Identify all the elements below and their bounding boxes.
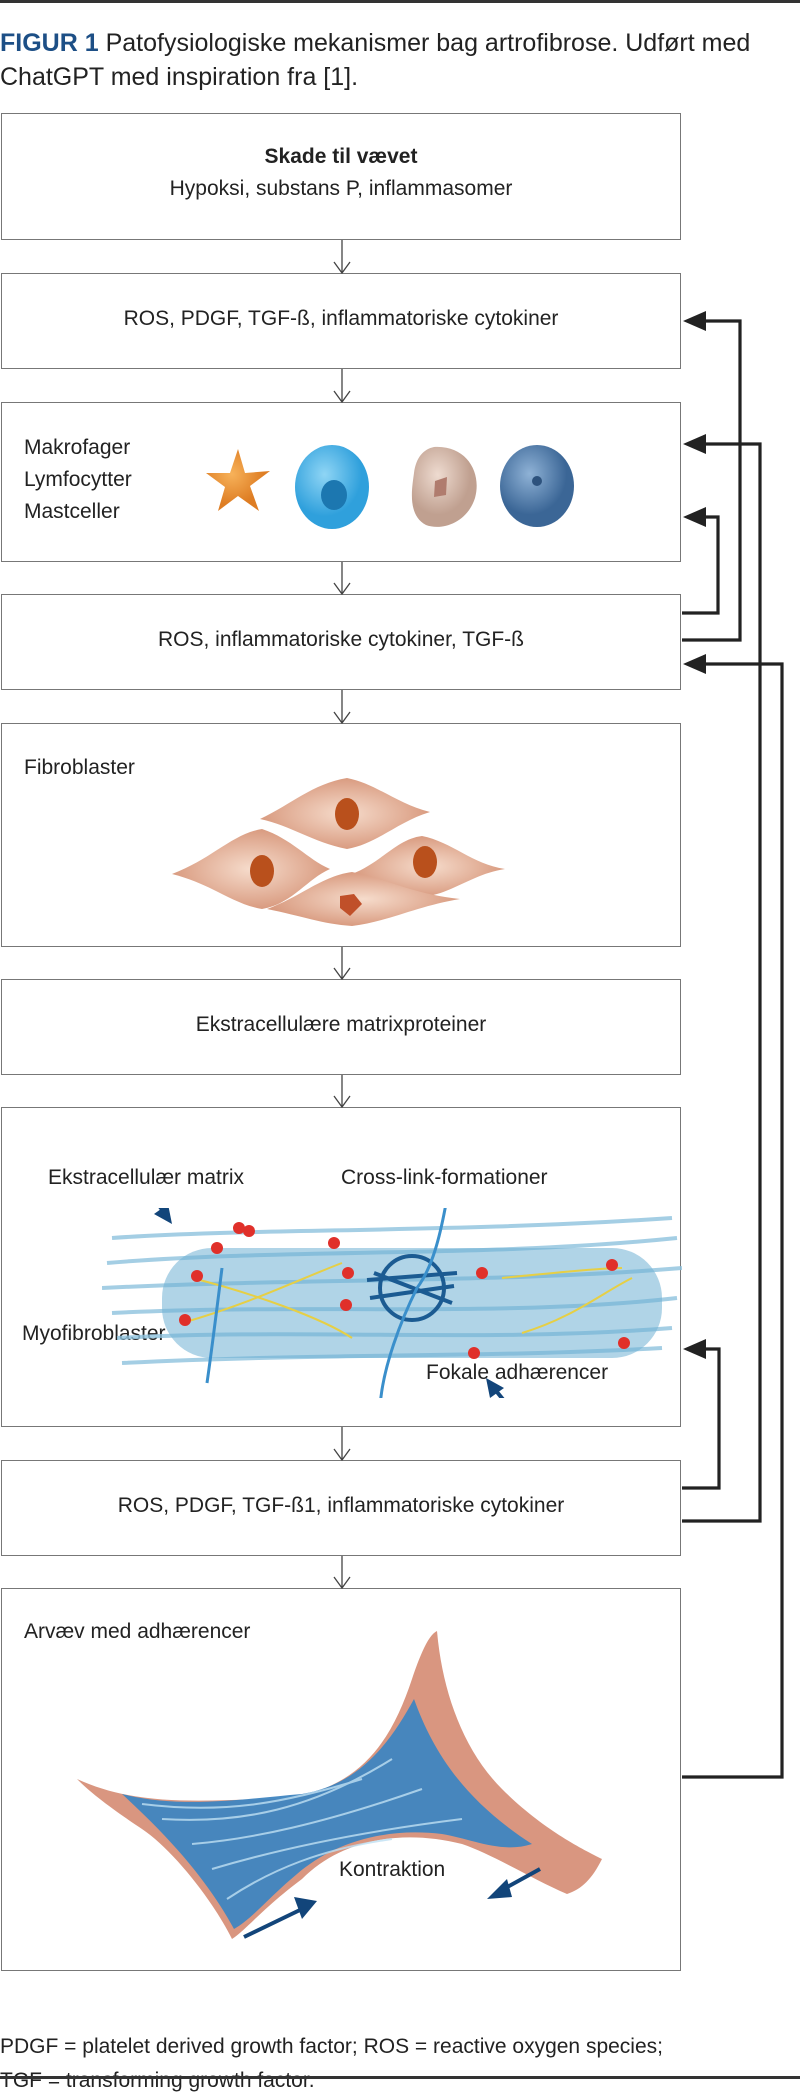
down-arrow-icon xyxy=(333,562,351,596)
feedback-arrowheads xyxy=(683,311,706,1359)
cell-label-makrofager: Makrofager xyxy=(24,436,131,459)
scar-tissue-illustration xyxy=(77,1631,602,1939)
immune-cells-illustration xyxy=(206,445,574,529)
feedback-loops xyxy=(682,319,784,1779)
myofibroblast-pointer-line xyxy=(205,1267,224,1384)
arrowhead-icon xyxy=(683,1339,706,1359)
box-mediators-3: ROS, PDGF, TGF-ß1, inflammatoriske cytok… xyxy=(1,1460,681,1556)
arrowhead-icon xyxy=(683,311,706,331)
cell-label-lymfocytter: Lymfocytter xyxy=(24,468,132,491)
label-focal-adhesions: Fokale adhærencer xyxy=(426,1361,609,1384)
fibroblast-cell-icon xyxy=(267,872,460,926)
contraction-label: Kontraktion xyxy=(339,1858,446,1881)
scar-fiber-mesh xyxy=(122,1699,532,1929)
box-text: ROS, inflammatoriske cytokiner, TGF-ß xyxy=(157,628,525,651)
crosslink-pointer-line xyxy=(379,1208,447,1398)
focal-adhesion-dots xyxy=(179,1222,630,1359)
feedback-line-box4-to-box2 xyxy=(682,319,742,642)
down-arrows xyxy=(333,240,351,1590)
down-arrow-icon xyxy=(333,947,351,981)
box-text: Ekstracellulære matrixproteiner xyxy=(195,1013,487,1036)
box-tissue-damage: Skade til vævet Hypoksi, substans P, inf… xyxy=(1,113,681,240)
scar-fiber-lines xyxy=(141,1758,463,1900)
box-mediators-1: ROS, PDGF, TGF-ß, inflammatoriske cytoki… xyxy=(1,273,681,369)
down-arrow-icon xyxy=(333,1556,351,1590)
fibroblast-nucleus-icon xyxy=(340,894,362,916)
lymphocyte-nucleus-icon xyxy=(321,480,347,510)
down-arrow-icon xyxy=(333,1075,351,1109)
down-arrow-icon xyxy=(333,690,351,725)
label-cross-link: Cross-link-formationer xyxy=(341,1166,548,1189)
fibroblast-nucleus-icon xyxy=(335,798,359,830)
feedback-line-box4-to-box3 xyxy=(682,515,720,615)
box-immune-cells: Makrofager Lymfocytter Mastceller xyxy=(1,402,681,562)
top-rule xyxy=(0,0,800,3)
scar-tissue-label: Arvæv med adhærencer xyxy=(24,1620,251,1643)
ecm-arrow-icon xyxy=(154,1208,172,1224)
plasma-cell-nucleus-icon xyxy=(532,476,542,486)
arrowhead-icon xyxy=(683,507,706,527)
cell-label-mastceller: Mastceller xyxy=(24,500,120,523)
footnote-line-1: PDGF = platelet derived growth factor; R… xyxy=(0,2035,663,2058)
feedback-line-box9-to-box4 xyxy=(682,662,784,1779)
box-text: Hypoksi, substans P, inflammasomer xyxy=(169,177,513,200)
feedback-line-box8-to-box3 xyxy=(682,442,762,1523)
arrowhead-icon xyxy=(683,434,706,454)
down-arrow-icon xyxy=(333,369,351,404)
box-text: ROS, PDGF, TGF-ß, inflammatoriske cytoki… xyxy=(123,307,559,330)
label-extracellular-matrix: Ekstracellulær matrix xyxy=(48,1166,245,1189)
crosslink-icon xyxy=(366,1254,458,1322)
myofibroblast-illustration xyxy=(102,1208,682,1398)
footnote: PDGF = platelet derived growth factor; R… xyxy=(0,2030,800,2098)
box-myofibroblast-matrix: Ekstracellulær matrix Cross-link-formati… xyxy=(1,1107,682,1427)
fibroblasts-illustration xyxy=(172,778,505,926)
bottom-rule xyxy=(0,2076,800,2079)
focal-adhesion-arrow-icon xyxy=(486,1378,505,1398)
fibroblast-nucleus-icon xyxy=(250,855,274,887)
box-mediators-2: ROS, inflammatoriske cytokiner, TGF-ß xyxy=(1,594,681,690)
figure-label: FIGUR 1 xyxy=(0,29,99,57)
macrophage-star-icon xyxy=(206,449,270,511)
figure-caption-text: Patofysiologiske mekanismer bag artrofib… xyxy=(0,29,751,91)
box-title: Skade til vævet xyxy=(264,145,418,168)
figure-caption: FIGUR 1 Patofysiologiske mekanismer bag … xyxy=(0,26,790,94)
fibroblast-nucleus-icon xyxy=(413,846,437,878)
box-ecm-proteins: Ekstracellulære matrixproteiner xyxy=(1,979,681,1075)
mast-cell-nucleus-icon xyxy=(434,477,447,497)
box-fibroblasts: Fibroblaster xyxy=(1,723,681,947)
down-arrow-icon xyxy=(333,1427,351,1462)
contraction-arrow-icon xyxy=(243,1897,317,1939)
box-scar-tissue: Arvæv med adhærencer Kontraktion xyxy=(1,1588,681,1971)
arrowhead-icon xyxy=(683,654,706,674)
box-text: ROS, PDGF, TGF-ß1, inflammatoriske cytok… xyxy=(117,1494,565,1517)
down-arrow-icon xyxy=(333,240,351,275)
fibroblast-label: Fibroblaster xyxy=(24,756,135,779)
feedback-line-box8-to-box7 xyxy=(682,1347,721,1490)
contraction-arrow-icon xyxy=(487,1867,541,1899)
footnote-line-2: TGF = transforming growth factor. xyxy=(0,2069,315,2092)
